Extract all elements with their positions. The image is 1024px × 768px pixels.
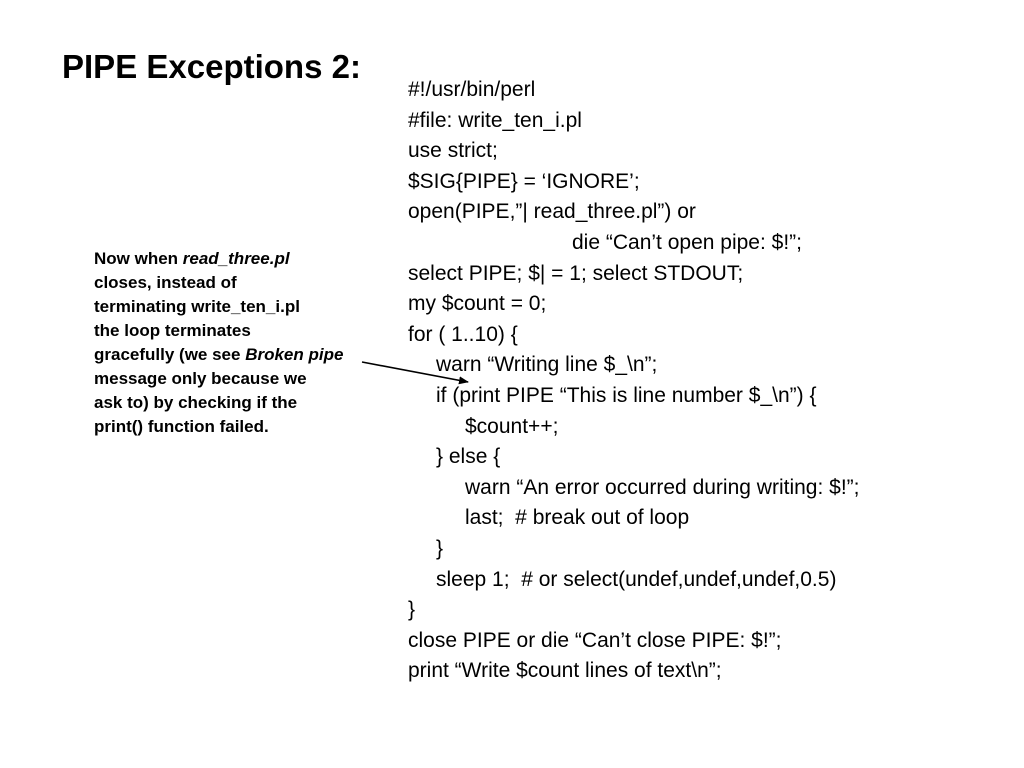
code-line: print “Write $count lines of text\n”; (408, 659, 722, 683)
code-line: use strict; (408, 139, 498, 163)
slide-title: PIPE Exceptions 2: (62, 48, 361, 85)
annotation-filename: read_three.pl (182, 249, 290, 268)
annotation-text-run: Now when (94, 249, 183, 268)
code-line: sleep 1; # or select(undef,undef,undef,0… (436, 567, 837, 591)
annotation-line: closes, instead of (94, 273, 237, 292)
code-line: $count++; (465, 414, 559, 438)
annotation-text: Now when read_three.pl closes, instead o… (94, 247, 394, 439)
code-line: #!/usr/bin/perl (408, 78, 536, 101)
code-line: my $count = 0; (408, 292, 547, 316)
code-line: if (print PIPE “This is line number $_\n… (436, 383, 817, 407)
annotation-line: gracefully (we see Broken pipe (94, 343, 394, 367)
code-line: die “Can’t open pipe: $!”; (572, 230, 802, 254)
annotation-line: Now when read_three.pl (94, 247, 394, 271)
code-line: } else { (436, 445, 501, 469)
code-line: for ( 1..10) { (408, 322, 518, 346)
code-line: } (436, 536, 444, 560)
annotation-line: message only because we (94, 369, 307, 388)
code-listing: #!/usr/bin/perl #file: write_ten_i.pl us… (408, 75, 859, 687)
annotation-text-run: gracefully (we see (94, 345, 246, 364)
code-line: warn “An error occurred during writing: … (465, 475, 860, 499)
annotation-line: print() function failed. (94, 417, 269, 436)
annotation-line: terminating write_ten_i.pl (94, 297, 300, 316)
annotation-line: the loop terminates (94, 321, 251, 340)
code-line: #file: write_ten_i.pl (408, 108, 582, 132)
code-line: $SIG{PIPE} = ‘IGNORE’; (408, 169, 640, 193)
code-line: close PIPE or die “Can’t close PIPE: $!”… (408, 628, 782, 652)
annotation-line: ask to) by checking if the (94, 393, 298, 412)
annotation-emphasis: Broken pipe (245, 345, 344, 364)
code-line: open(PIPE,”| read_three.pl”) or (408, 200, 696, 224)
code-line: last; # break out of loop (465, 506, 690, 530)
code-line: select PIPE; $| = 1; select STDOUT; (408, 261, 744, 285)
code-line: warn “Writing line $_\n”; (436, 353, 658, 377)
code-line: } (408, 598, 416, 622)
